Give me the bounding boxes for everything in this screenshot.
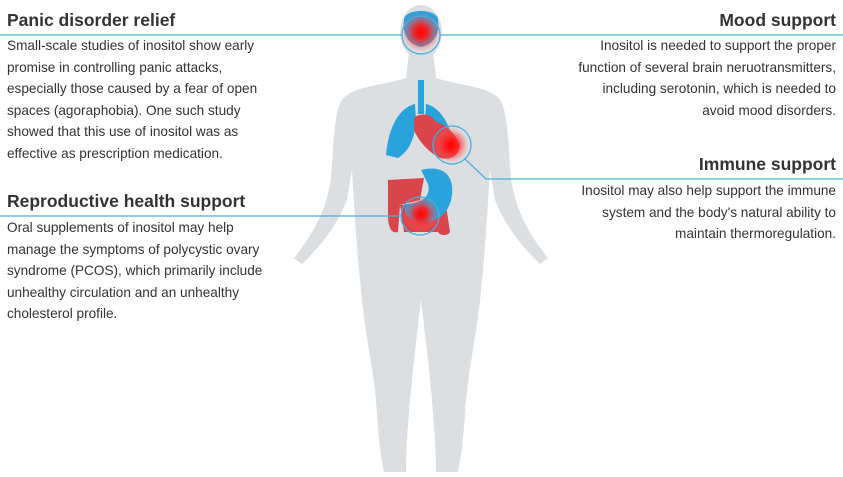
panic-text-line: Small-scale studies of inositol show ear… [7,38,255,53]
immune-title: Immune support [698,154,836,174]
immune-section: Immune support Inositol may also help su… [581,153,836,245]
mood-text-line: avoid mood disorders. [702,102,836,118]
mood-text-line: Inositol is needed to support the proper [600,38,836,53]
reproductive-text-line: syndrome (PCOS), which primarily include [7,263,263,279]
panic-text-line: promise in controlling panic attacks, [7,59,223,75]
heart-hotspot [433,127,469,163]
mood-title: Mood support [719,10,836,30]
reproductive-text-line: manage the symptoms of polycystic ovary [7,241,260,257]
reproductive-text-line: unhealthy circulation and an unhealthy [7,284,240,300]
mood-text-line: function of several brain neruotransmitt… [578,59,836,75]
brain-hotspot [401,12,441,52]
heart-callout-ring [432,125,472,165]
abdomen-hotspot [403,196,439,232]
reproductive-section: Reproductive health support Oral supplem… [7,190,262,325]
reproductive-text-line: Oral supplements of inositol may help [7,220,234,235]
mood-section: Mood support Inositol is needed to suppo… [578,9,836,121]
panic-text-line: showed that this use of inositol was as [7,124,239,140]
panic-text-line: spaces (agoraphobia). One such study [7,102,241,118]
reproductive-title: Reproductive health support [7,191,246,211]
immune-text-line: maintain thermoregulation. [675,226,836,242]
immune-leader-line [464,158,843,180]
trachea-icon [418,80,424,114]
immune-text-line: Inositol may also help support the immun… [581,183,836,198]
body-silhouette [294,5,548,472]
reproductive-text-line: cholesterol profile. [7,306,118,322]
panic-section: Panic disorder relief Small-scale studie… [7,9,257,165]
immune-text-line: system and the body's natural ability to [602,204,836,220]
liver-icon [388,178,424,233]
panic-text-line: especially those caused by a fear of ope… [7,81,258,97]
panic-title: Panic disorder relief [7,10,176,30]
mood-text-line: including serotonin, which is needed to [602,81,836,97]
panic-text-line: effective as prescription medication. [7,145,223,161]
